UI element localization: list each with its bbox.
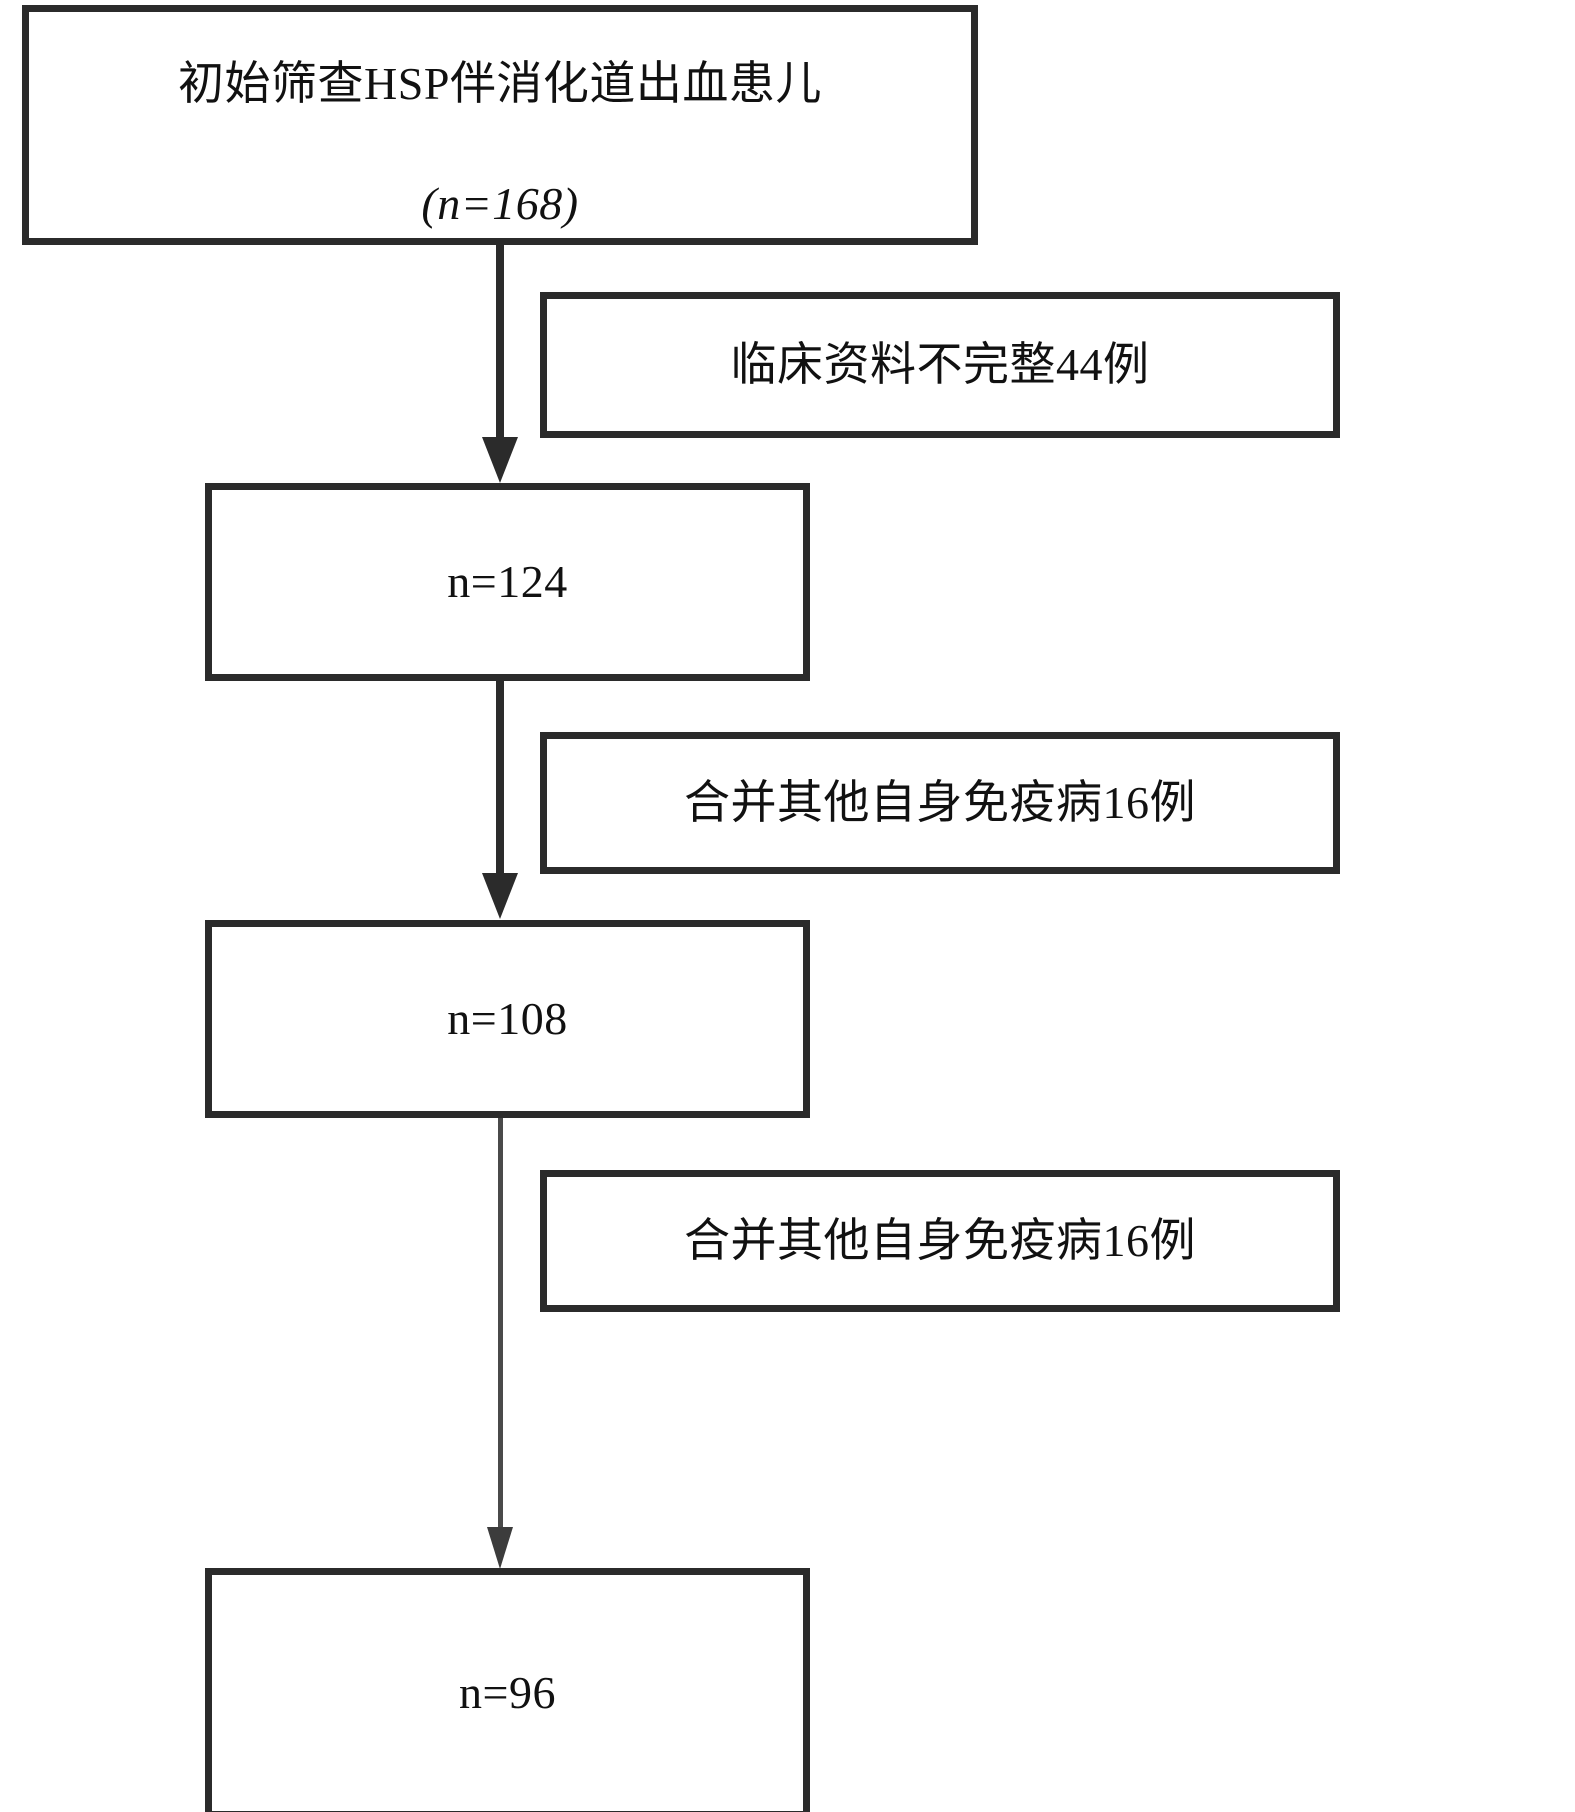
node-cohort-final-96-text: n=96 xyxy=(459,1667,556,1719)
node-exclusion-autoimmune-first: 合并其他自身免疫病16例 xyxy=(540,732,1340,874)
node-initial-screened-text: 初始筛查HSP伴消化道出血患儿 (n=168) xyxy=(178,0,822,256)
connector-108-to-96 xyxy=(498,1118,503,1530)
node-initial-screened-line1: 初始筛查HSP伴消化道出血患儿 xyxy=(178,58,822,110)
node-exclusion-incomplete-data: 临床资料不完整44例 xyxy=(540,292,1340,438)
node-cohort-108-text: n=108 xyxy=(447,993,568,1045)
node-exclusion-autoimmune-second-text: 合并其他自身免疫病16例 xyxy=(684,1215,1196,1267)
connector-screened-to-124 xyxy=(496,245,504,457)
node-cohort-final-96: n=96 xyxy=(205,1568,810,1812)
node-cohort-124-text: n=124 xyxy=(447,556,568,608)
arrowhead-screened-to-124 xyxy=(482,437,518,483)
arrowhead-108-to-96 xyxy=(487,1527,513,1569)
connector-124-to-108 xyxy=(496,681,504,893)
node-cohort-108: n=108 xyxy=(205,920,810,1118)
node-exclusion-incomplete-data-text: 临床资料不完整44例 xyxy=(730,339,1150,391)
node-cohort-124: n=124 xyxy=(205,483,810,681)
arrowhead-124-to-108 xyxy=(482,873,518,919)
node-exclusion-autoimmune-first-text: 合并其他自身免疫病16例 xyxy=(684,777,1196,829)
node-initial-screened-line2: (n=168) xyxy=(421,177,579,229)
node-initial-screened: 初始筛查HSP伴消化道出血患儿 (n=168) xyxy=(22,5,978,245)
node-exclusion-autoimmune-second: 合并其他自身免疫病16例 xyxy=(540,1170,1340,1312)
